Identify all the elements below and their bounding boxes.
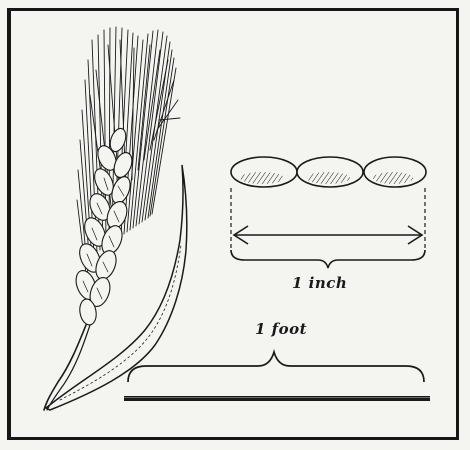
- grain-kernel-icon: [297, 157, 363, 187]
- wheat-ear-icon: [44, 27, 187, 410]
- foot-label: 1 foot: [255, 320, 307, 338]
- grain-kernel-icon: [231, 157, 297, 187]
- wheat-spikelets: [72, 126, 135, 326]
- grain-kernel-icon: [364, 157, 426, 187]
- foot-scale-bar: [124, 396, 430, 401]
- extension-lines: [231, 188, 425, 252]
- brace-icon: [128, 352, 424, 382]
- grain-kernels: [231, 157, 426, 187]
- inch-label: 1 inch: [292, 274, 347, 292]
- brace-icon: [231, 250, 425, 268]
- double-arrow-icon: [234, 226, 422, 244]
